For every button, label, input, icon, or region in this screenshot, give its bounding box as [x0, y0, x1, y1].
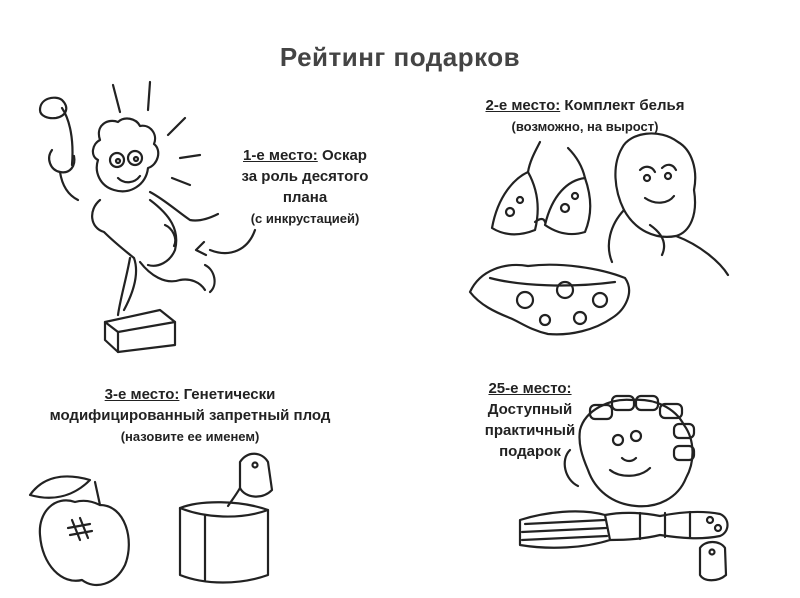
award-line: практичный: [484, 422, 576, 439]
award-line: (назовите ее именем): [120, 429, 260, 444]
award-line: модифицированный запретный плод: [49, 407, 331, 424]
award-place-1: 1-е место:: [243, 147, 318, 164]
award-line: Комплект белья: [564, 97, 685, 114]
award-line: Генетически: [183, 386, 276, 403]
award-place-2: 2-е место:: [485, 97, 561, 114]
award-place-3: 3-е место:: [104, 386, 180, 403]
award-line: (с инкрустацией): [250, 211, 360, 226]
award-caption-1: 1-е место: Оскар за роль десятого плана …: [205, 145, 405, 229]
oscar-statuette-illustration: [38, 80, 257, 354]
award-line: подарок: [499, 443, 561, 460]
award-caption-2: 2-е место: Комплект белья (возможно, на …: [430, 95, 740, 137]
award-caption-4: 25-е место: Доступный практичный подарок: [430, 378, 630, 462]
page-title: Рейтинг подарков: [279, 42, 521, 72]
award-place-4: 25-е место:: [488, 380, 572, 397]
flower-pattern: [515, 280, 609, 327]
award-line: (возможно, на вырост): [511, 119, 659, 134]
award-line: Доступный: [487, 401, 573, 418]
hair-curlers: [588, 394, 696, 462]
apple-and-box-illustration: [28, 452, 274, 587]
lingerie-set-illustration: [468, 132, 730, 336]
award-line: плана: [282, 189, 328, 206]
broom-illustration: [518, 394, 729, 582]
award-caption-3: 3-е место: Генетически модифицированный …: [0, 384, 380, 447]
award-line: Оскар: [321, 147, 367, 164]
award-line: за роль десятого: [241, 168, 369, 185]
